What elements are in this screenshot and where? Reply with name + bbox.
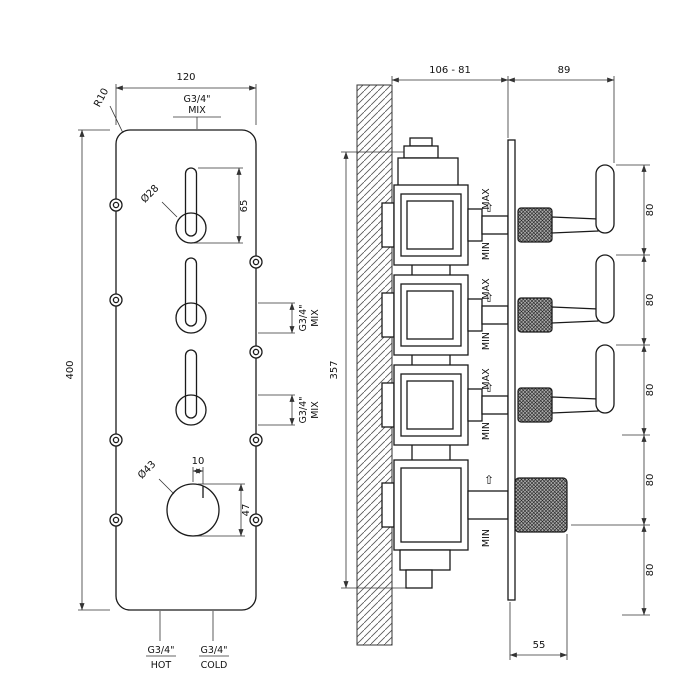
- thermostat-knob-front: [166, 483, 220, 537]
- mounting-hole: [109, 513, 123, 527]
- mounting-hole: [249, 513, 263, 527]
- dim-handle-projection: 89: [507, 65, 615, 163]
- label-hot-name: HOT: [151, 660, 172, 671]
- dim-body-height: 357: [329, 151, 406, 589]
- wall-section: [356, 84, 393, 646]
- knurled-hub-3: [517, 387, 553, 423]
- label-top-port-name: MIX: [188, 105, 206, 116]
- dim-pitches: 80 80 80 80 80: [571, 164, 656, 616]
- top-inlet: [397, 137, 459, 187]
- dim-text-knob-offset: 10: [192, 456, 205, 467]
- lever-handle-3: [175, 349, 207, 426]
- label-side-port-1-name: MIX: [310, 309, 321, 327]
- lever-handle-1: [175, 167, 207, 244]
- dim-text-width: 120: [176, 72, 195, 83]
- knurled-hub-1: [517, 207, 553, 243]
- flow-arrow-icon: ⇧: [484, 201, 494, 215]
- side-handle-3: [517, 344, 615, 423]
- label-cold-thread: G3/4": [200, 645, 227, 656]
- label-side-port-2: G3/4" MIX: [258, 394, 321, 426]
- mounting-holes: [109, 198, 263, 527]
- minmax-valve-2: MAX ⇧ MIN: [481, 278, 494, 350]
- label-side-port-1: G3/4" MIX: [258, 302, 321, 334]
- minmax-valve-1: MAX ⇧ MIN: [481, 188, 494, 260]
- valve-module-3: [381, 364, 509, 446]
- label-hot-port: G3/4" HOT: [146, 611, 176, 671]
- dim-text-thermo-width: 55: [533, 640, 546, 651]
- max-label: MAX: [481, 278, 492, 300]
- thermostat-knob-side: [514, 477, 568, 533]
- thermostat-module: [381, 459, 509, 589]
- dim-text-handle-projection: 89: [558, 65, 571, 76]
- dim-front-height: 400: [65, 129, 110, 611]
- front-view: 120 R10 G3/4" MIX 400 65: [65, 72, 321, 671]
- min-label: MIN: [481, 529, 492, 547]
- min-label: MIN: [481, 332, 492, 350]
- side-lever-3: [595, 344, 615, 414]
- minmax-valve-3: MAX ⇧ MIN: [481, 368, 494, 440]
- label-side-port-1-thread: G3/4": [298, 304, 309, 331]
- dim-text-pitch-1: 80: [645, 204, 656, 217]
- dim-text-corner-radius: R10: [92, 87, 111, 110]
- dim-thermo-width: 55: [509, 534, 568, 660]
- dim-text-pitch-4: 80: [645, 474, 656, 487]
- mounting-hole: [249, 255, 263, 269]
- mounting-hole: [109, 198, 123, 212]
- min-label: MIN: [481, 422, 492, 440]
- trim-plate-edge: [507, 139, 516, 601]
- dim-text-height: 400: [65, 360, 76, 379]
- mounting-hole: [109, 293, 123, 307]
- label-cold-port: G3/4" COLD: [199, 611, 229, 671]
- dim-knob-stroke: 47: [196, 483, 252, 537]
- label-cold-name: COLD: [201, 660, 228, 671]
- label-top-port-thread: G3/4": [183, 94, 210, 105]
- min-label: MIN: [481, 242, 492, 260]
- flow-arrow-icon: ⇧: [484, 291, 494, 305]
- valve-module-2: [381, 274, 509, 356]
- side-handle-2: [517, 254, 615, 333]
- mounting-hole: [249, 433, 263, 447]
- max-label: MAX: [481, 368, 492, 390]
- dim-text-install-depth: 106 - 81: [429, 65, 471, 76]
- dim-text-knob-stroke: 47: [241, 504, 252, 517]
- mounting-hole: [109, 433, 123, 447]
- flow-arrow-icon: ⇧: [484, 473, 494, 487]
- dim-lever-stroke: 65: [193, 167, 250, 244]
- dim-text-body-height: 357: [329, 360, 340, 379]
- mounting-hole: [249, 345, 263, 359]
- side-lever-2: [595, 254, 615, 324]
- knurled-hub-2: [517, 297, 553, 333]
- label-hot-thread: G3/4": [147, 645, 174, 656]
- dim-text-lever-stroke: 65: [239, 200, 250, 213]
- lever-handle-2: [175, 257, 207, 334]
- dim-text-pitch-3: 80: [645, 384, 656, 397]
- dim-corner-radius: R10: [92, 87, 124, 134]
- dim-knob-offset: 10: [192, 456, 205, 484]
- side-view: MAX ⇧ MIN MAX ⇧ MIN MAX ⇧ MIN ⇧ MIN 106 …: [329, 65, 656, 660]
- dim-install-depth: 106 - 81: [391, 65, 509, 138]
- label-side-port-2-thread: G3/4": [298, 396, 309, 423]
- flow-arrow-icon: ⇧: [484, 381, 494, 395]
- side-handle-1: [517, 164, 615, 243]
- side-lever-1: [595, 164, 615, 234]
- valve-module-1: [381, 184, 509, 266]
- max-label: MAX: [481, 188, 492, 210]
- min-thermostat: ⇧ MIN: [481, 473, 494, 547]
- label-side-port-2-name: MIX: [310, 401, 321, 419]
- dim-text-pitch-2: 80: [645, 294, 656, 307]
- dim-text-pitch-5: 80: [645, 564, 656, 577]
- label-top-port: G3/4" MIX: [173, 94, 221, 129]
